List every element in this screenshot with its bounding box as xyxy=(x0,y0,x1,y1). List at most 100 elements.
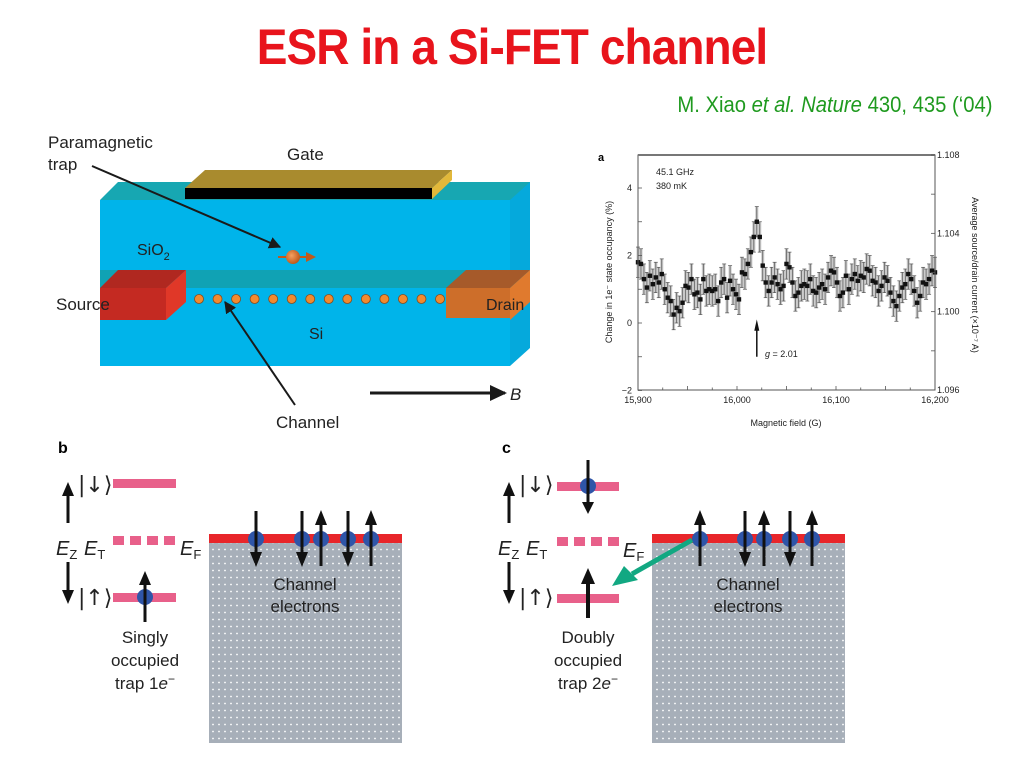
data-point xyxy=(644,285,650,290)
data-point xyxy=(932,270,938,275)
error-band xyxy=(704,275,708,307)
data-point xyxy=(674,305,679,311)
data-point xyxy=(668,298,673,304)
channel-block-c xyxy=(652,541,845,743)
data-point xyxy=(721,276,727,282)
paramagnetic-trap-icon xyxy=(278,250,316,264)
error-band xyxy=(868,255,872,286)
trap-electron-b xyxy=(137,589,153,605)
spin-down-arrowhead xyxy=(250,552,262,567)
data-point xyxy=(909,276,914,282)
data-point xyxy=(825,275,831,280)
data-point xyxy=(891,298,896,304)
error-band xyxy=(636,247,640,278)
data-point xyxy=(692,292,697,297)
channel-label-c-1: Channel xyxy=(716,575,779,594)
error-band xyxy=(900,272,904,303)
fermi-level-b xyxy=(209,534,402,543)
error-band xyxy=(675,292,679,323)
error-band xyxy=(669,285,673,317)
level-trap-dashed-c xyxy=(557,537,619,546)
error-band xyxy=(897,280,901,312)
data-point xyxy=(665,295,670,300)
data-point xyxy=(724,295,730,300)
spin-up-arrowhead xyxy=(806,510,818,525)
trap-label-c-2: occupied xyxy=(554,651,622,670)
error-band xyxy=(645,272,649,303)
ez-down-arrowhead-c xyxy=(503,590,515,604)
data-point xyxy=(710,288,715,294)
error-band xyxy=(877,275,881,307)
error-band xyxy=(865,253,869,285)
data-point xyxy=(686,285,691,290)
channel-electron xyxy=(342,294,353,304)
error-band xyxy=(850,263,854,295)
label-paramagnetic: Paramagnetic xyxy=(48,133,153,152)
error-band xyxy=(698,284,702,315)
data-point xyxy=(713,287,718,292)
data-point xyxy=(876,288,881,294)
error-band xyxy=(814,277,818,308)
error-band xyxy=(734,279,738,310)
error-band xyxy=(888,277,892,308)
citation-ref: 430, 435 (‘04) xyxy=(867,92,992,117)
label-et-c: ET xyxy=(526,538,547,562)
source-top-face xyxy=(100,270,186,288)
data-point xyxy=(701,276,706,282)
channel-pointer-arrow xyxy=(224,301,296,406)
error-band xyxy=(862,262,866,293)
data-point xyxy=(680,300,685,305)
drain-side-face xyxy=(510,270,530,320)
panel-a-letter: a xyxy=(598,152,605,164)
data-point xyxy=(662,287,667,292)
error-band xyxy=(903,269,907,300)
error-band xyxy=(755,206,759,237)
data-point xyxy=(659,271,664,277)
data-point xyxy=(926,276,932,282)
trap-spin-up-arrowhead-b xyxy=(139,571,151,585)
data-point xyxy=(912,288,917,294)
drain-front-face xyxy=(446,288,510,318)
error-band xyxy=(859,260,863,291)
data-point xyxy=(843,273,849,278)
channel-electron xyxy=(435,294,445,304)
data-point xyxy=(745,261,751,267)
panel-b-letter: b xyxy=(58,440,68,457)
error-band xyxy=(820,269,824,300)
data-point xyxy=(650,281,656,287)
ket-up-c: |↑⟩ xyxy=(519,586,553,611)
error-band xyxy=(663,274,667,305)
channel-electrons xyxy=(194,294,445,304)
data-point xyxy=(906,271,911,277)
error-band xyxy=(823,274,827,305)
data-point xyxy=(796,290,801,295)
error-band xyxy=(749,236,753,268)
error-band xyxy=(918,280,922,312)
ez-up-arrowhead-c xyxy=(503,482,515,496)
error-band xyxy=(891,285,895,317)
peak-annotation: g = 2.01 xyxy=(765,349,798,359)
level-down-c xyxy=(557,482,619,491)
channel-electron xyxy=(249,294,260,304)
data-point xyxy=(763,280,768,285)
y-tick-label: 0 xyxy=(627,318,632,328)
trap-label-c-3: trap 2e− xyxy=(558,672,618,693)
channel-electron-up xyxy=(313,531,329,547)
error-band xyxy=(743,258,747,290)
block-top-face xyxy=(100,182,530,200)
channel-block-b xyxy=(209,541,402,743)
data-point xyxy=(677,308,682,314)
spin-down-arrowhead xyxy=(342,552,354,567)
error-band xyxy=(731,274,735,305)
plot-frame xyxy=(637,154,936,391)
channel-electron xyxy=(305,294,316,304)
slide-title: ESR in a Si-FET channel xyxy=(256,19,768,75)
data-point xyxy=(653,275,659,280)
channel-spins-b xyxy=(248,510,379,567)
channel-spins-c xyxy=(692,510,820,567)
data-point xyxy=(805,283,810,289)
channel-electron xyxy=(398,294,408,304)
error-band xyxy=(915,287,919,318)
error-band xyxy=(776,269,780,300)
level-trap-dashed-b xyxy=(113,536,175,545)
